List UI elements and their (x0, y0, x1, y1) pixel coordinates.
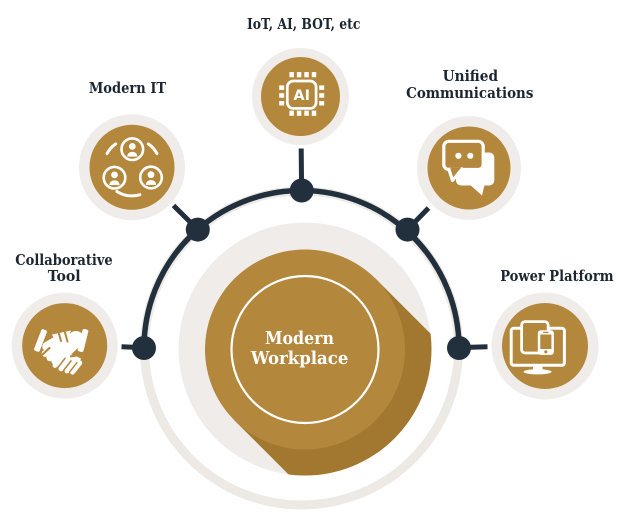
label-line: Power Platform (500, 267, 614, 285)
satellite-iot-ai-bot: AI (252, 48, 349, 145)
label-iot-ai-bot: IoT, AI, BOT, etc (154, 15, 454, 33)
node-modern-it (185, 217, 210, 242)
ai-chip-icon: AI (279, 72, 325, 116)
label-line: Collaborative (15, 251, 113, 269)
label-line: Communications (406, 85, 534, 103)
label-line: Unified (442, 68, 498, 86)
label-line: Tool (47, 267, 81, 285)
label-power-platform: Power Platform (407, 267, 631, 285)
devices-icon (509, 320, 566, 375)
satellite-unified-communications (417, 116, 521, 220)
handshake-icon (34, 328, 89, 375)
ai-chip-text: AI (293, 88, 310, 104)
satellite-power-platform (491, 292, 599, 400)
node-unified-communications (395, 217, 420, 242)
node-iot-ai-bot (289, 178, 314, 203)
center-gold-disc (205, 249, 405, 450)
label-line: Modern IT (88, 79, 167, 97)
center-inner-ring (230, 274, 380, 425)
label-modern-it: Modern IT (0, 79, 278, 97)
node-collaborative-tool (132, 336, 156, 360)
satellite-modern-it (79, 114, 185, 221)
center-title-line2: Workplace (250, 348, 349, 370)
center-title-line1: Modern (264, 328, 335, 350)
node-power-platform (447, 336, 471, 360)
ring-nodes (132, 178, 471, 360)
chat-bubbles-icon (442, 139, 495, 196)
label-line: IoT, AI, BOT, etc (247, 15, 361, 33)
team-icon (102, 137, 164, 198)
satellite-collaborative-tool (11, 292, 118, 399)
satellite-gold-circle (261, 57, 340, 136)
center-title: Modern Workplace (150, 329, 450, 369)
ai-chip-pins (279, 72, 325, 116)
